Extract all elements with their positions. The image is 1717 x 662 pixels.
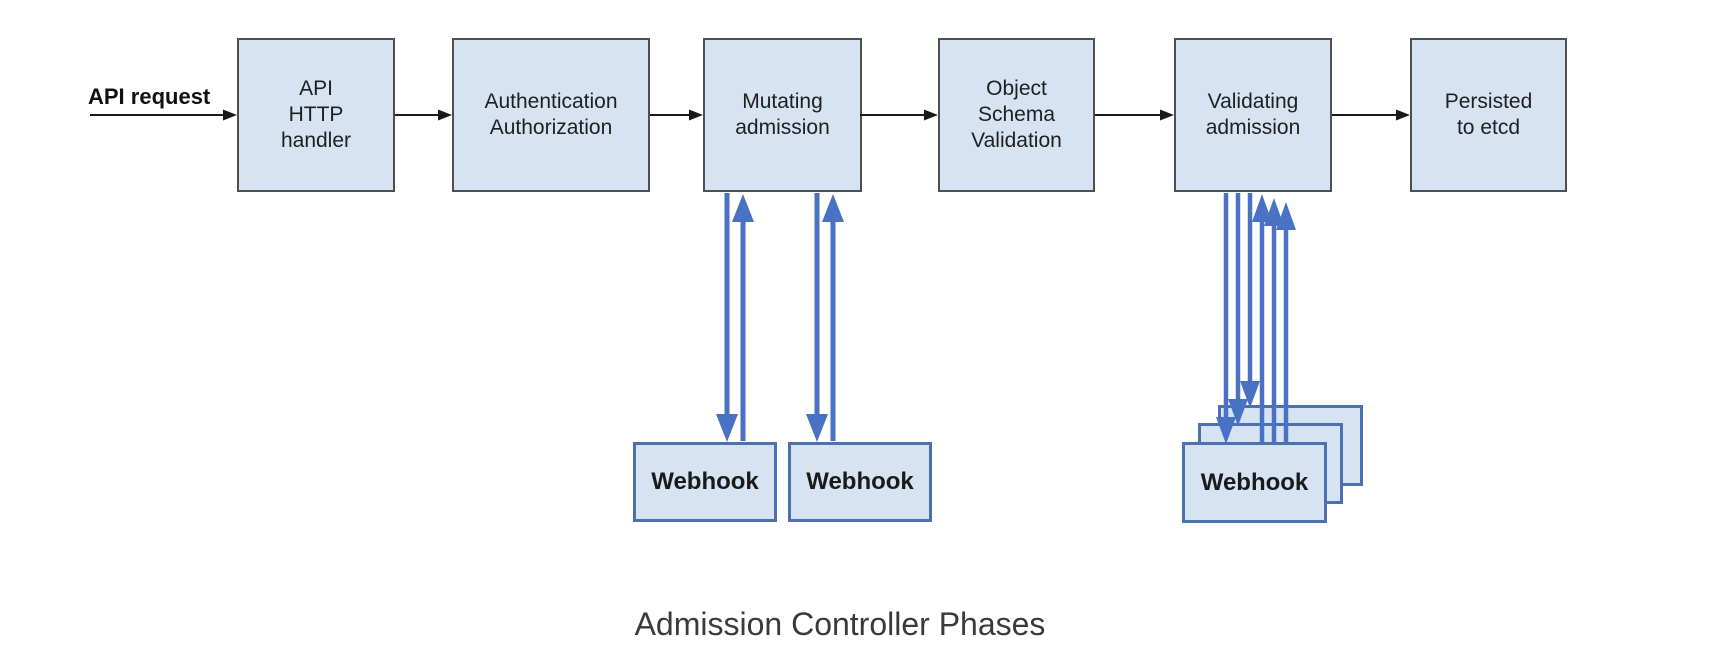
arrow-handler-to-authentication bbox=[395, 109, 452, 121]
phase-box-persisted-to-etcd: Persisted to etcd bbox=[1410, 38, 1567, 192]
arrow-validating-to-webhooks-down-2 bbox=[1228, 193, 1248, 426]
arrow-mutating-to-webhook2-down bbox=[806, 193, 828, 442]
arrow-webhook2-to-mutating-up bbox=[822, 194, 844, 441]
arrow-mutating-to-schema bbox=[860, 109, 938, 121]
diagram-caption: Admission Controller Phases bbox=[634, 606, 1046, 642]
mutating-webhook-box-2: Webhook bbox=[788, 442, 932, 522]
arrow-mutating-to-webhook1-down bbox=[716, 193, 738, 442]
phase-box-api-http-handler: API HTTP handler bbox=[237, 38, 395, 192]
mutating-webhook-box-1: Webhook bbox=[633, 442, 777, 522]
phase-box-validating-admission: Validating admission bbox=[1174, 38, 1332, 192]
phase-box-authentication-authorization: Authentication Authorization bbox=[452, 38, 650, 192]
arrow-schema-to-validating bbox=[1095, 109, 1174, 121]
arrow-validating-to-webhooks-down-3 bbox=[1240, 193, 1260, 408]
arrow-api-request-to-handler bbox=[90, 109, 237, 121]
arrow-authentication-to-mutating bbox=[650, 109, 703, 121]
arrow-webhook1-to-mutating-up bbox=[732, 194, 754, 441]
phase-box-object-schema-validation: Object Schema Validation bbox=[938, 38, 1095, 192]
phase-box-mutating-admission: Mutating admission bbox=[703, 38, 862, 192]
api-request-label: API request bbox=[88, 84, 211, 109]
arrow-validating-to-etcd bbox=[1332, 109, 1410, 121]
validating-webhook-box-front: Webhook bbox=[1182, 442, 1327, 523]
